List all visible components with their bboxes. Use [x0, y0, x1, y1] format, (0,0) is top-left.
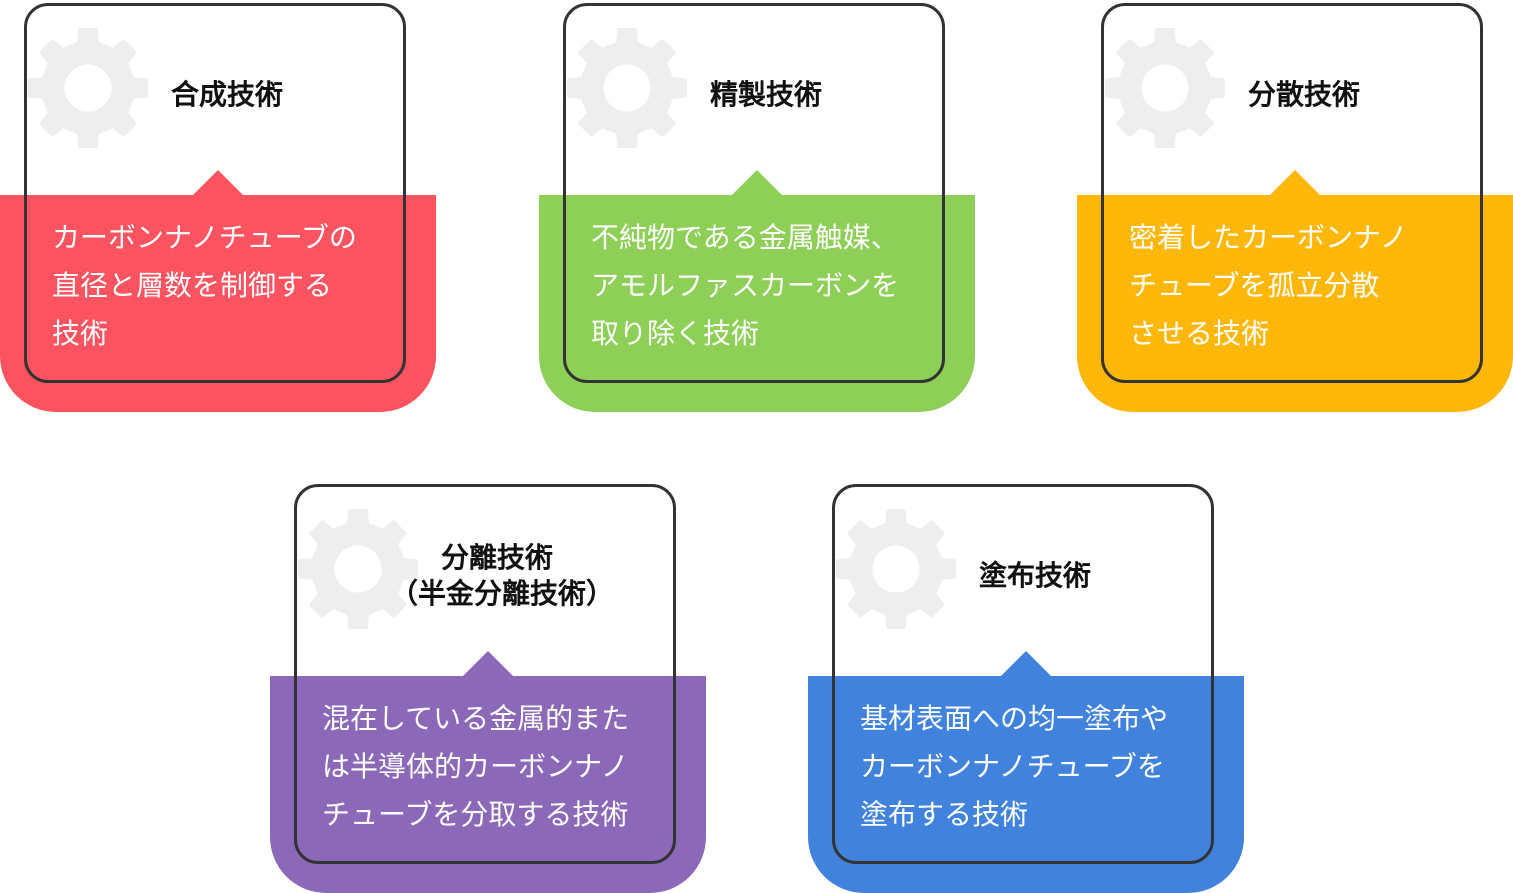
gear-icon [566, 27, 688, 149]
panel-notch [1000, 651, 1052, 677]
description-panel [1077, 195, 1513, 412]
description-panel [0, 195, 436, 412]
card-frame [24, 3, 406, 383]
card-title: 精製技術 [659, 30, 873, 160]
card-title-text: 塗布技術 [978, 559, 1091, 592]
description-panel [539, 195, 975, 412]
description-panel [270, 676, 706, 893]
panel-notch [192, 170, 244, 196]
panel-notch [462, 651, 514, 677]
card-title-text: 合成技術 [170, 78, 283, 111]
card-title-text: 分離技術 [440, 541, 553, 574]
gear-icon [835, 508, 957, 630]
card-title: 分散技術 [1197, 30, 1411, 160]
card-frame [294, 484, 676, 864]
card-description: カーボンナノチューブの 直径と層数を制御する 技術 [52, 221, 357, 350]
panel-notch [731, 170, 783, 196]
gear-icon [27, 27, 149, 149]
card-description: 密着したカーボンナノ チューブを孤立分散 させる技術 [1129, 221, 1408, 350]
card-frame [1101, 3, 1483, 383]
card-subtitle-text: （半金分離技術） [390, 577, 615, 610]
card-title: 合成技術 [120, 30, 334, 160]
card-title-text: 分散技術 [1247, 78, 1360, 111]
card-synthesis: 合成技術 カーボンナノチューブの 直径と層数を制御する 技術 [0, 0, 436, 412]
card-description: 基材表面への均一塗布や カーボンナノチューブを 塗布する技術 [860, 702, 1169, 831]
gear-icon [1104, 27, 1226, 149]
card-dispersion: 分散技術 密着したカーボンナノ チューブを孤立分散 させる技術 [1077, 0, 1513, 412]
card-coating: 塗布技術 基材表面への均一塗布や カーボンナノチューブを 塗布する技術 [808, 481, 1244, 893]
card-separation: 分離技術 （半金分離技術） 混在している金属的また は半導体的カーボンナノ チュ… [270, 481, 706, 893]
card-frame [832, 484, 1214, 864]
description-panel [808, 676, 1244, 893]
card-title: 分離技術 （半金分離技術） [390, 511, 615, 641]
card-description: 不純物である金属触媒、 アモルファスカーボンを 取り除く技術 [591, 221, 900, 350]
card-title: 塗布技術 [928, 511, 1142, 641]
gear-icon [297, 508, 419, 630]
card-purification: 精製技術 不純物である金属触媒、 アモルファスカーボンを 取り除く技術 [539, 0, 975, 412]
card-description: 混在している金属的また は半導体的カーボンナノ チューブを分取する技術 [322, 702, 630, 831]
panel-notch [1269, 170, 1321, 196]
card-title-text: 精製技術 [709, 78, 822, 111]
card-frame [563, 3, 945, 383]
